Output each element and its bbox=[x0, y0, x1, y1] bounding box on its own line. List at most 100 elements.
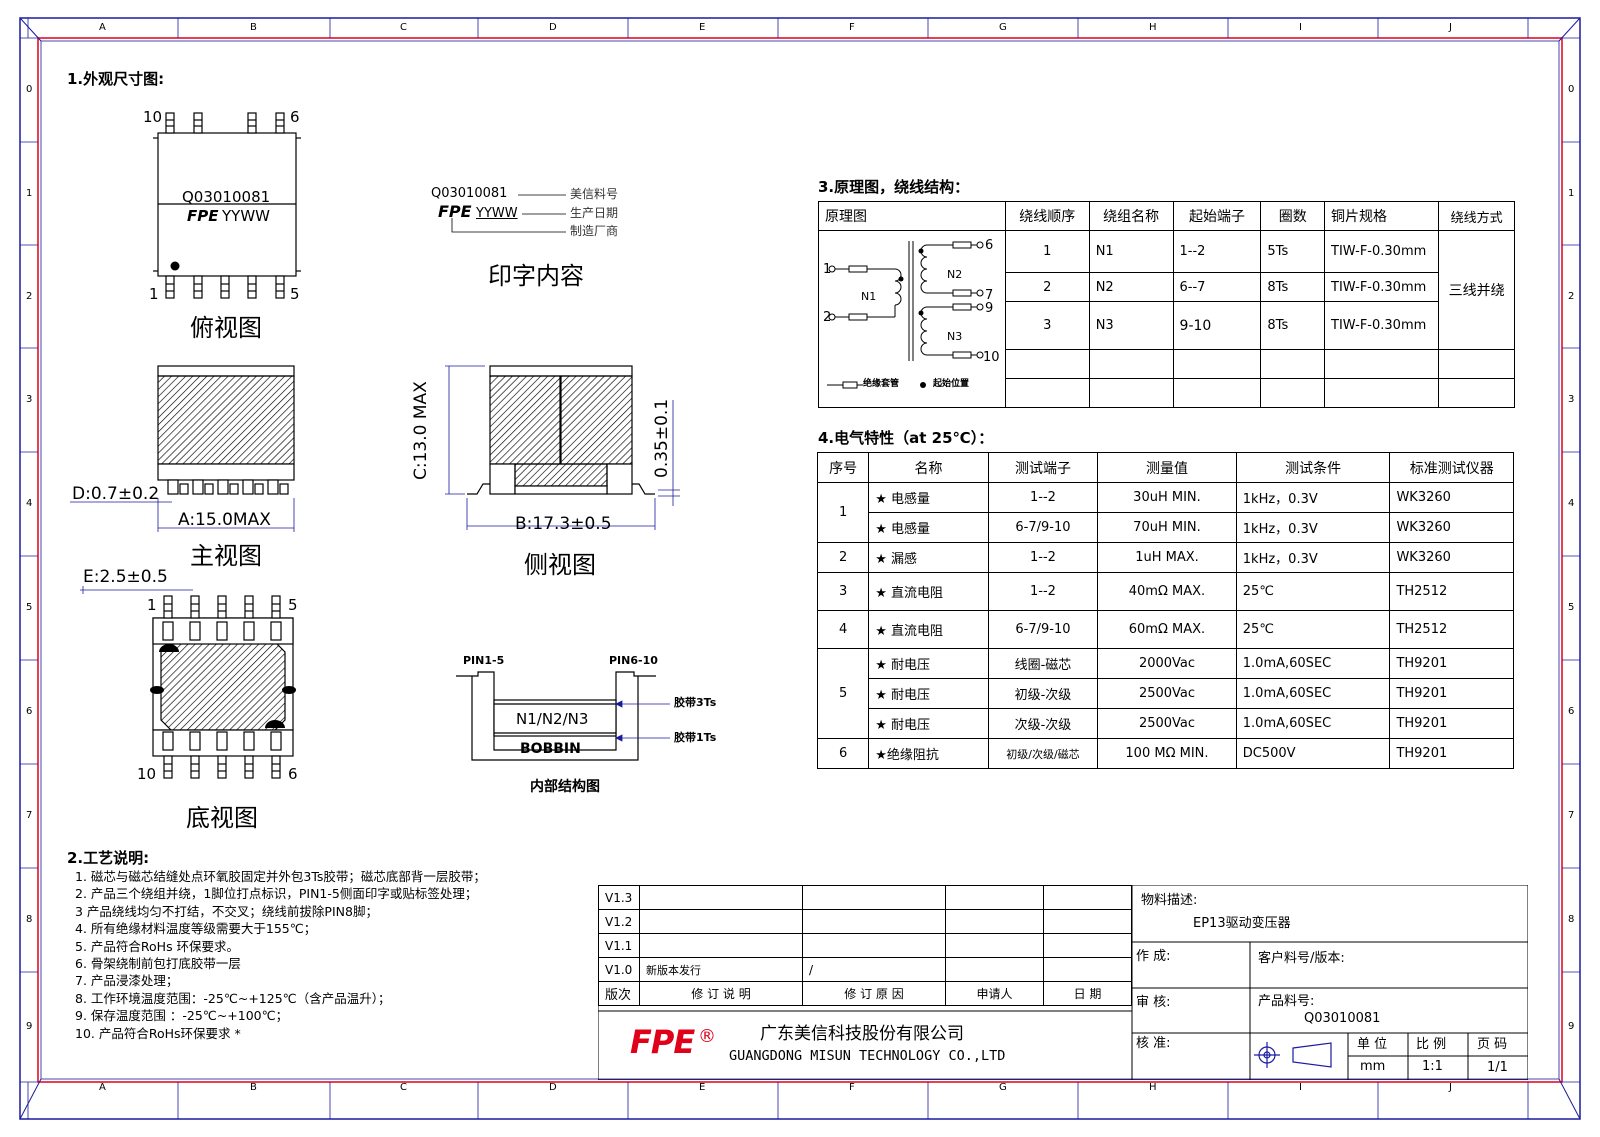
top-view-drawing bbox=[153, 112, 301, 299]
revision-col-reason: 修 订 原 因 bbox=[802, 981, 946, 1006]
frame-column-label: A bbox=[99, 1082, 106, 1093]
elec-cell-inst: WK3260 bbox=[1389, 512, 1514, 543]
section4-title: 4.电气特性（at 25℃）： bbox=[818, 429, 994, 447]
elec-header-cond: 测试条件 bbox=[1235, 452, 1391, 483]
section1-title: 1.外观尺寸图: bbox=[67, 70, 165, 88]
frame-row-label: 3 bbox=[26, 394, 33, 405]
side-view-dim-h: 0.35±0.1 bbox=[652, 398, 672, 478]
frame-column-label: A bbox=[99, 22, 106, 33]
elec-cell-name: ★ 电感量 bbox=[868, 482, 989, 513]
front-view-label: 主视图 bbox=[190, 542, 262, 570]
empty-cell bbox=[1324, 378, 1440, 408]
internal-pin-right: PIN6-10 bbox=[609, 654, 658, 667]
winding-header-method: 绕线方式 bbox=[1438, 201, 1515, 231]
customer-pn-label: 客户料号/版本: bbox=[1258, 951, 1345, 966]
elec-header-value: 测量值 bbox=[1097, 452, 1237, 483]
empty-cell bbox=[1172, 378, 1262, 408]
winding-cell: 1 bbox=[1004, 230, 1090, 273]
bottom-view-drawing bbox=[80, 586, 296, 779]
elec-cell-value: 100 MΩ MIN. bbox=[1097, 738, 1237, 769]
schematic-pin-6: 6 bbox=[985, 238, 994, 253]
bottom-view-dim-e: E:2.5±0.5 bbox=[83, 567, 168, 587]
elec-cell-pins: 6-7/9-10 bbox=[987, 610, 1099, 649]
elec-cell-value: 30uH MIN. bbox=[1097, 482, 1237, 513]
frame-row-label: 5 bbox=[1568, 602, 1575, 613]
company-logo: FPE bbox=[630, 1023, 695, 1061]
material-desc: EP13驱动变压器 bbox=[1193, 916, 1291, 931]
schematic-drawing bbox=[827, 241, 984, 389]
empty-cell bbox=[1004, 378, 1090, 408]
winding-cell: 1--2 bbox=[1172, 230, 1262, 273]
elec-cell-name: ★ 电感量 bbox=[868, 512, 989, 543]
frame-row-label: 2 bbox=[1568, 290, 1575, 302]
bottom-view-pin-10: 10 bbox=[137, 765, 157, 783]
frame-row-label: 6 bbox=[26, 706, 33, 717]
revision-col-desc: 修 订 说 明 bbox=[639, 981, 803, 1006]
frame-row-label: 3 bbox=[1568, 394, 1575, 405]
elec-cell-pins: 初级/次级/磁芯 bbox=[987, 738, 1099, 769]
empty-cell bbox=[1172, 349, 1262, 379]
front-view-dim-a: A:15.0MAX bbox=[178, 510, 271, 530]
winding-header-order: 绕线顺序 bbox=[1004, 201, 1090, 231]
unit-value: mm bbox=[1360, 1059, 1386, 1074]
marking-brand: FPE bbox=[438, 202, 472, 221]
elec-cell-value: 70uH MIN. bbox=[1097, 512, 1237, 543]
winding-table: 原理图 绕线顺序 绕组名称 起始端子 圈数 铜片规格 绕线方式 bbox=[818, 201, 1515, 408]
winding-header-name: 绕组名称 bbox=[1088, 201, 1174, 231]
frame-row-label: 1 bbox=[1568, 187, 1575, 199]
frame-row-label: 4 bbox=[26, 498, 33, 509]
frame-row-label: 9 bbox=[26, 1021, 33, 1032]
elec-cell-cond: 1kHz，0.3V bbox=[1235, 482, 1391, 513]
revision-col-version: 版次 bbox=[598, 981, 640, 1006]
frame-row-label: 2 bbox=[26, 290, 33, 302]
scale-value: 1:1 bbox=[1422, 1059, 1443, 1074]
elec-cell-pins: 初级-次级 bbox=[987, 678, 1099, 709]
schematic-pin-2: 2 bbox=[823, 310, 832, 325]
frame-row-label: 4 bbox=[1568, 498, 1575, 509]
elec-header-pins: 测试端子 bbox=[987, 452, 1099, 483]
frame-row-label: 8 bbox=[1568, 914, 1575, 925]
frame-column-label: J bbox=[1449, 22, 1452, 33]
schematic-n3: N3 bbox=[947, 330, 963, 343]
schematic: 1 2 6 7 9 10 N1 N2 N3 绝缘套管 起始位置 bbox=[819, 231, 1003, 407]
internal-winding: N1/N2/N3 bbox=[516, 710, 589, 728]
unit-label: 单 位 bbox=[1357, 1037, 1388, 1052]
empty-cell bbox=[1260, 378, 1326, 408]
elec-cell-cond: 1kHz，0.3V bbox=[1235, 542, 1391, 573]
elec-cell-name: ★ 直流电阻 bbox=[868, 572, 989, 611]
elec-cell-no: 5 bbox=[816, 648, 870, 739]
frame-row-label: 9 bbox=[1568, 1021, 1575, 1032]
side-view-dim-b: B:17.3±0.5 bbox=[515, 514, 612, 534]
elec-cell-name: ★ 耐电压 bbox=[868, 648, 989, 679]
product-pn-label: 产品料号: bbox=[1258, 994, 1315, 1009]
elec-cell-no: 4 bbox=[816, 610, 870, 649]
schematic-pin-10: 10 bbox=[983, 350, 1000, 365]
winding-cell: 2 bbox=[1004, 272, 1090, 302]
elec-cell-value: 60mΩ MAX. bbox=[1097, 610, 1237, 649]
elec-header-inst: 标准测试仪器 bbox=[1389, 452, 1514, 483]
revision-version: V1.0 bbox=[598, 957, 640, 982]
side-view-dim-c: C:13.0 MAX bbox=[411, 381, 431, 480]
empty-cell bbox=[1088, 349, 1174, 379]
winding-cell: 3 bbox=[1004, 301, 1090, 350]
revision-reason: / bbox=[802, 957, 946, 982]
frame-column-label: I bbox=[1299, 1082, 1302, 1093]
front-view-dim-d: D:0.7±0.2 bbox=[72, 484, 160, 504]
frame-row-label: 6 bbox=[1568, 706, 1575, 717]
frame-column-label: I bbox=[1299, 22, 1302, 33]
frame-column-label: C bbox=[400, 22, 407, 33]
process-note-item: 10. 产品符合RoHs环保要求 * bbox=[75, 1025, 241, 1041]
elec-cell-cond: 1.0mA,60SEC bbox=[1235, 708, 1391, 739]
material-desc-label: 物料描述: bbox=[1141, 893, 1198, 908]
elec-cell-no: 6 bbox=[816, 738, 870, 769]
winding-cell: 9-10 bbox=[1172, 301, 1262, 350]
company-name-cn: 广东美信科技股份有限公司 bbox=[760, 1024, 964, 1044]
winding-header-start: 起始端子 bbox=[1172, 201, 1262, 231]
winding-header-turns: 圈数 bbox=[1260, 201, 1326, 231]
elec-cell-value: 2500Vac bbox=[1097, 678, 1237, 709]
winding-cell: TIW-F-0.30mm bbox=[1324, 301, 1440, 350]
top-view-label: 俯视图 bbox=[190, 314, 262, 342]
winding-cell: 8Ts bbox=[1260, 301, 1326, 350]
